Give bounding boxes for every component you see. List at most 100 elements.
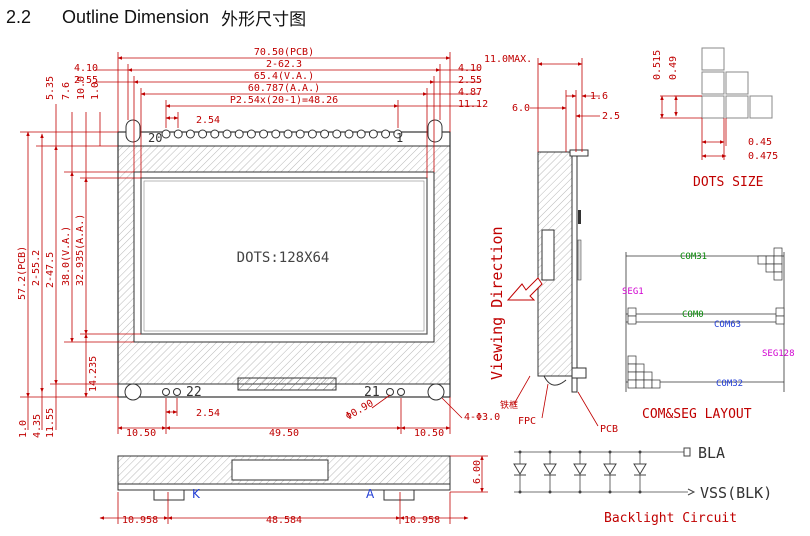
dim-pcb-height: 57.2(PCB)	[17, 246, 28, 300]
fpc-label: FPC	[518, 416, 536, 427]
dim-aa-width: 60.787(A.A.)	[248, 83, 320, 94]
pin-hole	[332, 129, 342, 139]
side-pcb	[571, 151, 578, 393]
dots-label: DOTS:128X64	[237, 250, 330, 266]
dim-60: 6.0	[512, 103, 530, 114]
pin-hole	[259, 129, 269, 139]
pin-hole	[162, 388, 170, 396]
dots-size-title: DOTS SIZE	[693, 175, 763, 190]
section-title-zh: 外形尺寸图	[221, 9, 307, 30]
led-icon	[513, 450, 527, 494]
led-array	[513, 450, 647, 494]
dim-right-487: 4.87	[458, 87, 482, 98]
dim-bottom-left: 10.50	[126, 428, 156, 439]
pin-hole	[356, 129, 366, 139]
pin-hole	[393, 129, 403, 139]
com32-label: COM32	[716, 379, 743, 389]
pin-hole	[344, 129, 354, 139]
dim-aa-height: 32.935(A.A.)	[75, 214, 86, 286]
pin-label-20: 20	[148, 131, 162, 145]
dim-045: 0.45	[748, 137, 772, 148]
pin-hole	[295, 129, 305, 139]
dim-right-255: 2.55	[458, 75, 482, 86]
led-icon	[573, 450, 587, 494]
dim-0475: 0.475	[748, 151, 778, 162]
dim-b1155: 11.55	[45, 408, 56, 438]
dim-bv-right: 10.958	[404, 515, 440, 526]
pin-hole	[368, 129, 378, 139]
dots-size-diagram: 0.515 0.49 0.45 0.475 DOTS SIZE	[652, 47, 778, 190]
dim-va-height: 38.0(V.A.)	[61, 226, 72, 286]
dim-bottom-right: 10.50	[414, 428, 444, 439]
dim-bottom-pitch: 2.54	[196, 408, 220, 419]
mount-hole	[124, 383, 142, 401]
dim-left-410: 4.10	[74, 63, 98, 74]
pin-hole	[161, 129, 171, 139]
side-view: 11.0MAX. 1.6 6.0 2.5 Viewing Direction 铁…	[484, 54, 620, 435]
section-title: Outline Dimension	[62, 6, 210, 27]
com-seg-layout: COM31 SEG1 COM0 COM63 SEG128 COM32 COM&S…	[622, 247, 795, 422]
k-label: K	[192, 487, 201, 501]
section-header: 2.2 Outline Dimension 外形尺寸图	[6, 4, 306, 30]
seg1-label: SEG1	[622, 287, 644, 297]
pin-label-22: 22	[186, 385, 202, 400]
dim-16: 1.6	[590, 91, 608, 102]
pin-hole	[198, 129, 208, 139]
pin-hole	[246, 129, 256, 139]
dim-va-width: 65.4(V.A.)	[254, 71, 314, 82]
dim-b435: 4.35	[32, 414, 43, 438]
vss-label: VSS(BLK)	[700, 484, 772, 502]
backlight-title: Backlight Circuit	[604, 511, 737, 526]
dim-475: 2-47.5	[45, 252, 56, 288]
pin-hole	[210, 129, 220, 139]
dim-10: 1.0	[90, 82, 101, 100]
bla-terminal	[683, 447, 691, 457]
com63-label: COM63	[714, 320, 741, 330]
a-label: A	[366, 487, 375, 501]
led-icon	[603, 450, 617, 494]
dim-left-255: 2.55	[74, 75, 98, 86]
led-icon	[633, 450, 647, 494]
active-area	[140, 177, 428, 335]
dim-bv-left: 10.958	[122, 515, 158, 526]
layout-title: COM&SEG LAYOUT	[642, 407, 752, 422]
pin-hole	[173, 129, 183, 139]
bla-label: BLA	[698, 444, 725, 462]
dim-right-1112: 11.12	[458, 99, 488, 110]
pin-hole	[271, 129, 281, 139]
viewing-direction-label: Viewing Direction	[488, 226, 506, 380]
pin-label-1: 1	[396, 131, 403, 145]
pin-hole	[185, 129, 195, 139]
dim-100: 10.0	[76, 76, 87, 100]
dim-535: 5.35	[45, 76, 56, 100]
mount-slot	[427, 119, 443, 143]
dim-0515: 0.515	[652, 50, 663, 80]
com31-label: COM31	[680, 252, 707, 262]
dim-pcb-width: 70.50(PCB)	[254, 47, 314, 58]
backlight-circuit: BLA VSS(BLK) Backlight Circuit	[513, 444, 772, 526]
dim-049: 0.49	[668, 56, 679, 80]
dim-hole-vpitch: 2-55.2	[31, 250, 42, 286]
seg128-label: SEG128	[762, 349, 795, 359]
dim-76: 7.6	[61, 82, 72, 100]
pin-hole	[283, 129, 293, 139]
mount-slot	[125, 119, 141, 143]
vss-arrow-icon	[687, 488, 696, 496]
dim-right-410: 4.10	[458, 63, 482, 74]
dim-bv-height: 6.00	[472, 460, 483, 484]
pin-hole	[173, 388, 181, 396]
dim-pin-hole: Φ0.90	[344, 398, 376, 423]
dim-14235: 14.235	[88, 356, 99, 392]
dim-25: 2.5	[602, 111, 620, 122]
pin-label-21: 21	[364, 385, 380, 400]
pin-hole	[397, 388, 405, 396]
bottom-connector	[237, 377, 337, 391]
bottom-view: K A 10.958 48.584 10.958 6.00	[99, 455, 488, 526]
dim-hole-pitch: 2-62.3	[266, 59, 302, 70]
pin-hole	[386, 388, 394, 396]
frame-label: 铁框	[500, 399, 518, 411]
pin-row-top	[161, 129, 403, 139]
pin-hole	[320, 129, 330, 139]
pin-hole	[307, 129, 317, 139]
